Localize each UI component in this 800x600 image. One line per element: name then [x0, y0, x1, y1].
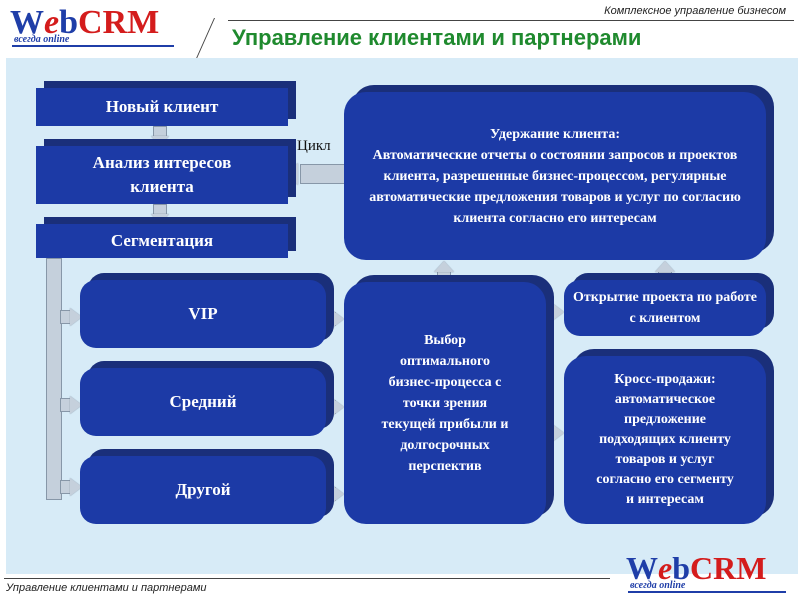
analysis-box: Анализ интересов клиента: [36, 146, 288, 204]
arrow-right-icon: [70, 308, 82, 326]
footer-logo-underline: [628, 591, 786, 593]
arrow-right-icon: [332, 485, 344, 503]
segment-vip-label: VIP: [188, 304, 218, 323]
open-project-box: Открытие проекта по работе с клиентом: [564, 280, 766, 336]
new-client-label: Новый клиент: [105, 97, 219, 116]
segment-medium-box: Средний: [80, 368, 326, 436]
arrow-right-icon: [70, 478, 82, 496]
arrow-right-icon: [70, 396, 82, 414]
new-client-box: Новый клиент: [36, 88, 288, 126]
open-project-label: Открытие проекта по работе с клиентом: [573, 290, 757, 326]
header-divider: [228, 20, 794, 21]
arrow-down-icon: [151, 136, 169, 146]
connector-cycle: [300, 164, 348, 184]
footer-logo-subtitle: всегда online: [630, 580, 686, 591]
cross-sell-box: Кросс-продажи: автоматическое предложени…: [564, 356, 766, 524]
analysis-label: Анализ интересов клиента: [92, 153, 232, 196]
choice-label: Выбор оптимального бизнес-процесса с точ…: [381, 332, 509, 474]
arrow-right-icon: [332, 398, 344, 416]
footer-divider: [4, 578, 610, 579]
arrow-down-icon: [151, 214, 169, 224]
arrow-right-icon: [552, 303, 564, 321]
retention-box: Удержание клиента: Автоматические отчеты…: [344, 92, 766, 260]
header-logo-subtitle: всегда online: [14, 34, 70, 45]
tagline: Комплексное управление бизнесом: [604, 5, 786, 17]
segmentation-label: Сегментация: [110, 231, 214, 250]
retention-label: Удержание клиента: Автоматические отчеты…: [369, 126, 741, 226]
segment-other-box: Другой: [80, 456, 326, 524]
segmentation-box: Сегментация: [36, 224, 288, 258]
cross-sell-label: Кросс-продажи: автоматическое предложени…: [596, 372, 734, 507]
footer-caption: Управление клиентами и партнерами: [6, 582, 207, 594]
arrow-up-icon: [434, 261, 454, 272]
header-logo: WebCRM: [10, 4, 160, 41]
arrow-right-icon: [332, 310, 344, 328]
segment-other-label: Другой: [175, 480, 231, 499]
arrow-right-icon: [552, 424, 564, 442]
header-slash-divider: [196, 18, 215, 58]
arrow-up-icon: [655, 261, 675, 272]
footer-logo: WebCRM: [626, 550, 767, 586]
cycle-label: Цикл: [297, 138, 331, 154]
segment-vip-box: VIP: [80, 280, 326, 348]
connector-segment-bus: [46, 258, 62, 500]
segment-medium-label: Средний: [169, 392, 237, 411]
page-title: Управление клиентами и партнерами: [232, 25, 642, 50]
choice-box: Выбор оптимального бизнес-процесса с точ…: [344, 282, 546, 524]
header-logo-underline: [12, 45, 174, 47]
